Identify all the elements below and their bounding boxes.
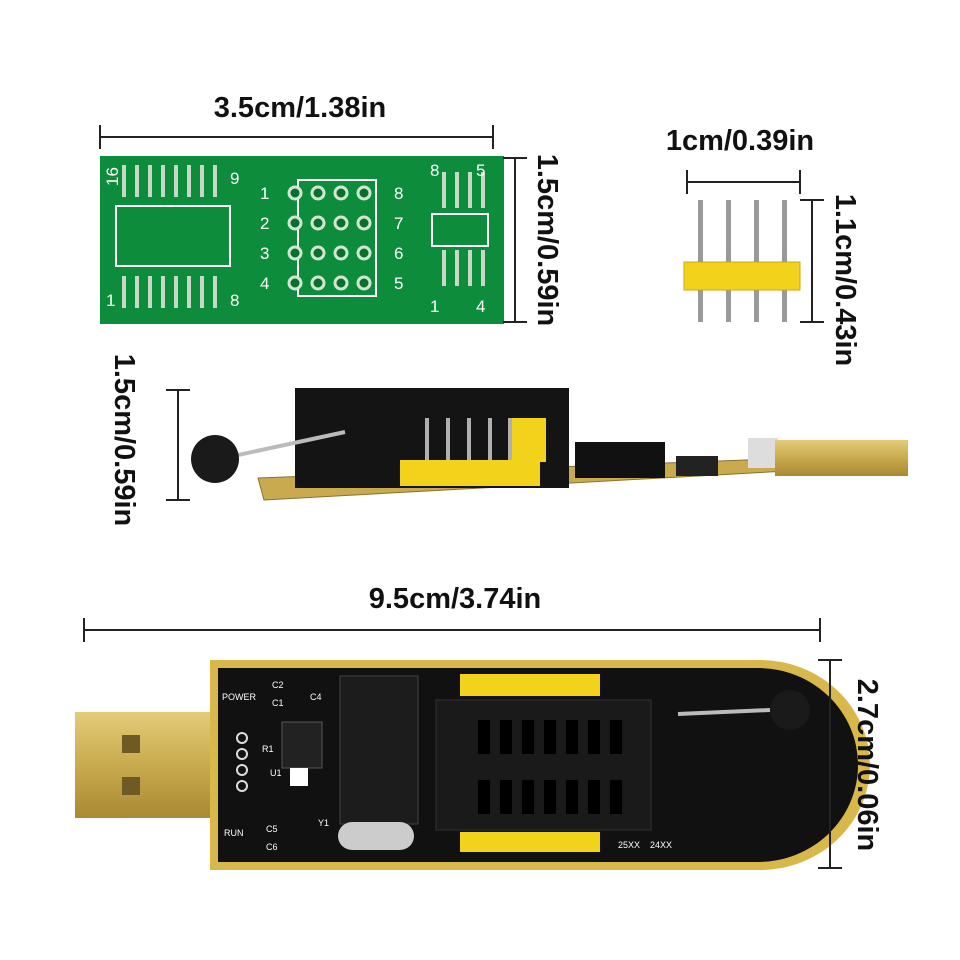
silkscreen-label: C1 bbox=[272, 698, 284, 708]
silkscreen-label: C4 bbox=[310, 692, 322, 702]
pin-label: 8 bbox=[394, 184, 403, 203]
pin-header-dimension: 1cm/0.39in 1.1cm/0.43in bbox=[666, 125, 861, 366]
programmer-side-view bbox=[191, 388, 908, 501]
silkscreen-label: C5 bbox=[266, 824, 278, 834]
adapter-height-label: 1.5cm/0.59in bbox=[531, 154, 563, 327]
pin-header bbox=[683, 200, 801, 322]
programmer-top-view: POWER RUN C2 C1 C4 R1 U1 C5 C6 Y1 25XX 2… bbox=[75, 660, 870, 870]
pin-label: 1 bbox=[260, 184, 269, 203]
pin-label: 4 bbox=[476, 297, 485, 316]
pin-label: 6 bbox=[394, 244, 403, 263]
silkscreen-label: R1 bbox=[262, 744, 274, 754]
pin-label: 4 bbox=[260, 274, 269, 293]
silkscreen-label: U1 bbox=[270, 768, 282, 778]
silkscreen-label: Y1 bbox=[318, 818, 329, 828]
silkscreen-label: 24XX bbox=[650, 840, 672, 850]
adapter-pcb: 16 9 1 8 1 2 3 4 8 7 6 5 8 5 1 4 bbox=[100, 156, 504, 324]
adapter-height-dimension: 1.5cm/0.59in bbox=[503, 154, 563, 327]
pin-label: 5 bbox=[394, 274, 403, 293]
pin-label: 16 bbox=[103, 167, 122, 186]
pin-label: 1 bbox=[106, 291, 115, 310]
silkscreen-label: C6 bbox=[266, 842, 278, 852]
pin-label: 8 bbox=[430, 161, 439, 180]
pin-label: 9 bbox=[230, 169, 239, 188]
programmer-width-label: 2.7cm/0.06in bbox=[851, 679, 883, 852]
silkscreen-label: 25XX bbox=[618, 840, 640, 850]
side-height-label: 1.5cm/0.59in bbox=[108, 354, 140, 527]
header-width-label: 1cm/0.39in bbox=[666, 125, 814, 157]
programmer-length-dimension: 9.5cm/3.74in bbox=[83, 583, 821, 642]
pin-label: 1 bbox=[430, 297, 439, 316]
programmer-length-label: 9.5cm/3.74in bbox=[369, 583, 542, 615]
side-height-dimension: 1.5cm/0.59in bbox=[108, 354, 190, 527]
silkscreen-label: RUN bbox=[224, 828, 244, 838]
pin-label: 2 bbox=[260, 214, 269, 233]
pin-label: 3 bbox=[260, 244, 269, 263]
adapter-width-label: 3.5cm/1.38in bbox=[214, 92, 387, 124]
header-height-label: 1.1cm/0.43in bbox=[829, 194, 861, 367]
silkscreen-label: POWER bbox=[222, 692, 257, 702]
pin-label: 7 bbox=[394, 214, 403, 233]
adapter-width-dimension: 3.5cm/1.38in bbox=[99, 92, 494, 149]
pin-label: 5 bbox=[476, 161, 485, 180]
programmer-width-dimension: 2.7cm/0.06in bbox=[818, 659, 883, 869]
silkscreen-label: C2 bbox=[272, 680, 284, 690]
pin-label: 8 bbox=[230, 291, 239, 310]
